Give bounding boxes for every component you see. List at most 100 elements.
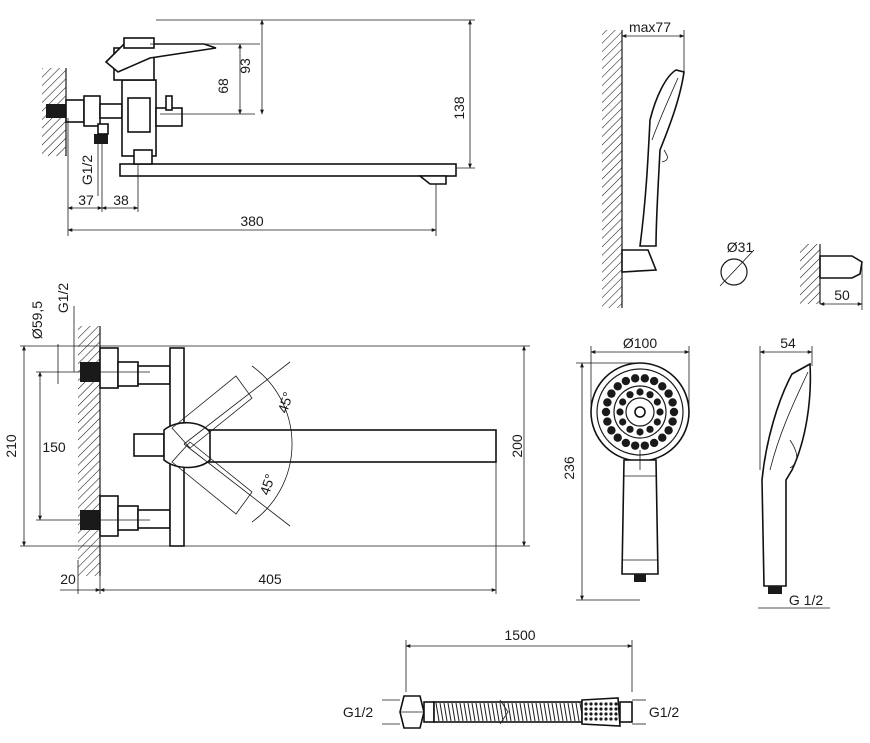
hose-coil bbox=[539, 702, 544, 722]
grip-dot bbox=[614, 702, 618, 706]
hose-coil bbox=[555, 702, 560, 722]
nozzle bbox=[607, 426, 616, 435]
grip-dot bbox=[599, 712, 603, 716]
hose-coil bbox=[511, 702, 516, 722]
dim-150: 150 bbox=[42, 439, 66, 455]
nozzle bbox=[626, 425, 634, 433]
grip-dot bbox=[609, 702, 613, 706]
grip-dot bbox=[599, 707, 603, 711]
dim-210: 210 bbox=[3, 434, 19, 458]
grip-dot bbox=[594, 707, 598, 711]
nozzle bbox=[649, 376, 659, 386]
hose-coil bbox=[467, 702, 472, 722]
nozzle bbox=[607, 389, 616, 398]
dim-g12-side: G1/2 bbox=[79, 155, 95, 186]
hose-coil bbox=[563, 702, 568, 722]
hose-coil bbox=[547, 702, 552, 722]
hose-coil bbox=[499, 702, 504, 722]
grip-dot bbox=[599, 702, 603, 706]
dim-38: 38 bbox=[113, 192, 129, 208]
mixer-side-view: 68 93 138 G1/2 37 38 380 bbox=[42, 19, 475, 236]
dim-54: 54 bbox=[780, 335, 796, 351]
dim-37: 37 bbox=[78, 192, 94, 208]
dim-68: 68 bbox=[215, 78, 231, 94]
dim-d100: Ø100 bbox=[623, 335, 657, 351]
nozzle-pattern bbox=[601, 374, 679, 450]
nozzle bbox=[613, 382, 622, 391]
nozzle bbox=[619, 398, 627, 406]
nozzle bbox=[668, 398, 677, 407]
hose-coil bbox=[479, 702, 484, 722]
nozzle bbox=[621, 376, 631, 386]
dim-200: 200 bbox=[509, 434, 525, 458]
hose-view: 1500 G1/2 G1/2 bbox=[343, 627, 679, 729]
nozzle bbox=[619, 418, 627, 426]
hose-coil bbox=[443, 702, 448, 722]
dim-d31: Ø31 bbox=[727, 239, 754, 255]
dim-50: 50 bbox=[834, 287, 850, 303]
hose-coil bbox=[503, 702, 508, 722]
shower-head-side-view: 54 G 1/2 bbox=[758, 335, 830, 609]
grip-dot bbox=[589, 702, 593, 706]
grip-dot bbox=[594, 712, 598, 716]
nozzle bbox=[646, 425, 654, 433]
nozzle bbox=[658, 433, 667, 442]
nozzle bbox=[621, 438, 631, 448]
hose-coil bbox=[483, 702, 488, 722]
nozzle bbox=[653, 398, 661, 406]
shower-head-front-view: Ø100 236 bbox=[561, 335, 690, 601]
nozzle bbox=[669, 407, 679, 417]
dim-g12-shower: G 1/2 bbox=[789, 592, 823, 608]
dim-138: 138 bbox=[451, 96, 467, 120]
grip-dot bbox=[594, 717, 598, 721]
grip-dot bbox=[589, 707, 593, 711]
hose-coil bbox=[559, 702, 564, 722]
hose-coil bbox=[455, 702, 460, 722]
grip-dot bbox=[589, 712, 593, 716]
angle-45-lower: 45° bbox=[256, 472, 278, 497]
nozzle bbox=[656, 408, 664, 416]
nozzle bbox=[630, 374, 640, 383]
holder-side-view: 50 bbox=[800, 244, 863, 310]
hose-coil bbox=[471, 702, 476, 722]
nozzle bbox=[653, 418, 661, 426]
nozzle bbox=[603, 398, 612, 407]
grip-dot bbox=[614, 707, 618, 711]
hose-coil bbox=[463, 702, 468, 722]
nozzle bbox=[668, 417, 677, 426]
hose-coil bbox=[571, 702, 576, 722]
grip-dot bbox=[609, 707, 613, 711]
hose-coil bbox=[495, 702, 500, 722]
nozzle bbox=[646, 391, 654, 399]
nozzle bbox=[658, 382, 667, 391]
grip-dot bbox=[604, 712, 608, 716]
grip-dot bbox=[614, 712, 618, 716]
nozzle bbox=[603, 417, 612, 426]
grip-dot bbox=[609, 717, 613, 721]
hose-coil bbox=[535, 702, 540, 722]
hose-coil bbox=[491, 702, 496, 722]
hose-coil bbox=[435, 702, 440, 722]
grip-dot bbox=[614, 717, 618, 721]
nozzle bbox=[616, 408, 624, 416]
hose-coil bbox=[551, 702, 556, 722]
nozzle bbox=[626, 391, 634, 399]
hose-coils bbox=[435, 702, 584, 722]
hose-coil bbox=[447, 702, 452, 722]
hose-coil bbox=[575, 702, 580, 722]
nozzle bbox=[664, 389, 673, 398]
grip-dot bbox=[599, 717, 603, 721]
hose-coil bbox=[439, 702, 444, 722]
dim-d59: Ø59,5 bbox=[29, 301, 45, 339]
grip-dot bbox=[604, 707, 608, 711]
hose-coil bbox=[451, 702, 456, 722]
grip-dot bbox=[584, 707, 588, 711]
dim-max77: max77 bbox=[629, 19, 671, 35]
hose-coil bbox=[519, 702, 524, 722]
dim-g12-top: G1/2 bbox=[55, 283, 71, 314]
dim-1500: 1500 bbox=[504, 627, 535, 643]
dim-405: 405 bbox=[258, 571, 282, 587]
nozzle bbox=[601, 407, 611, 417]
grip-dot bbox=[604, 717, 608, 721]
